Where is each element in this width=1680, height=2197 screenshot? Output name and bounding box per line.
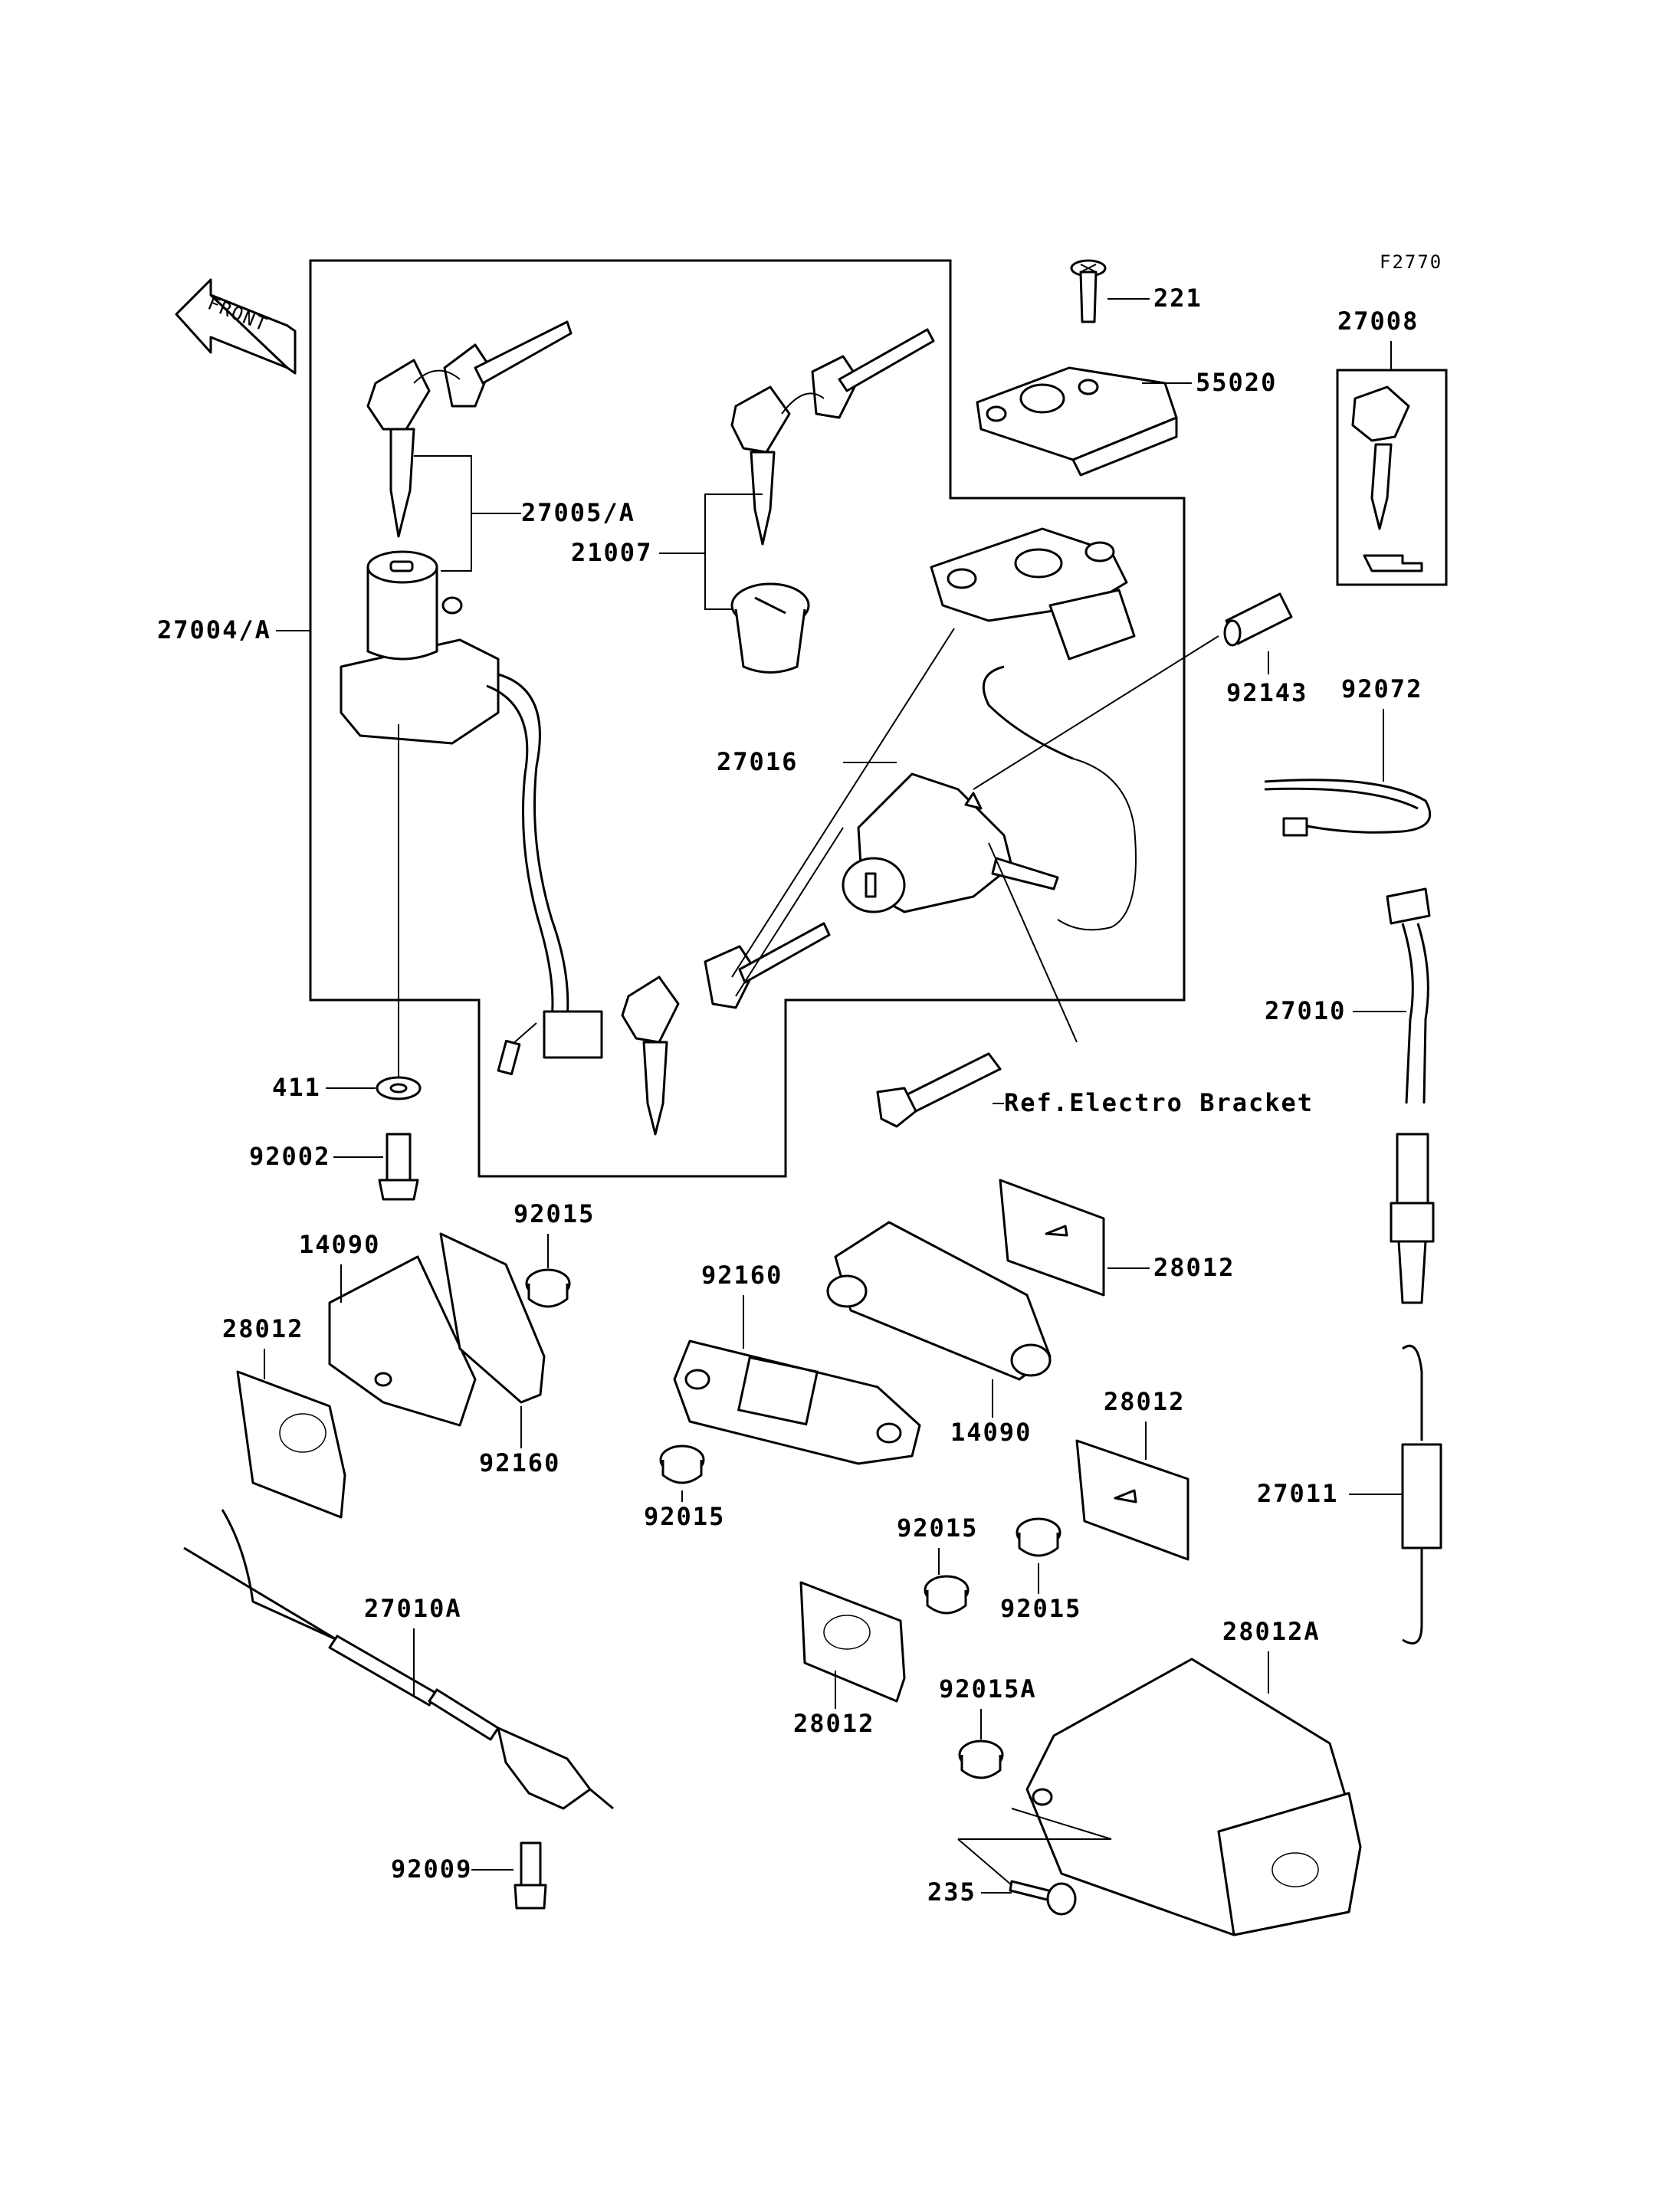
label-92015-a: 92015 [514, 1199, 595, 1228]
nut-92015A [958, 1740, 1004, 1779]
tie-92072 [1264, 779, 1432, 837]
reflector-28012-bottom [799, 1581, 906, 1703]
reflector-28012-mid [1075, 1439, 1189, 1561]
label-92015A: 92015A [939, 1674, 1037, 1703]
tail-light-28012A [1025, 1658, 1362, 1936]
figure-code: F2770 [1380, 251, 1442, 273]
label-411: 411 [272, 1073, 321, 1102]
ignition-switch [340, 550, 603, 1076]
label-92072: 92072 [1341, 674, 1422, 703]
label-55020: 55020 [1196, 368, 1277, 397]
label-27010A: 27010A [364, 1594, 462, 1623]
wire-27011 [1401, 1344, 1442, 1644]
lens-housing-14090-mid [826, 1221, 1052, 1381]
gasket-92160-mid [673, 1340, 921, 1465]
label-27008: 27008 [1337, 307, 1419, 336]
label-221: 221 [1153, 284, 1203, 313]
label-92015-d: 92015 [1000, 1594, 1081, 1623]
reflector-28012-left [236, 1370, 346, 1519]
spacer-92143 [1223, 592, 1293, 647]
key-pair-27005 [366, 320, 573, 538]
label-ref-bracket: Ref.Electro Bracket [1004, 1088, 1314, 1117]
label-14090-b: 14090 [950, 1418, 1032, 1447]
lens-housing-14090-left [328, 1232, 546, 1427]
label-27011: 27011 [1257, 1479, 1338, 1508]
label-92015-c: 92015 [897, 1513, 978, 1543]
plate-55020 [976, 366, 1178, 477]
label-92009: 92009 [391, 1854, 472, 1884]
label-28012A: 28012A [1222, 1617, 1321, 1646]
screw-221 [1070, 259, 1107, 323]
nut-92015-a [525, 1268, 571, 1308]
bolt-92002 [378, 1133, 419, 1201]
front-arrow-icon: FRONT [175, 278, 297, 375]
label-14090-a: 14090 [299, 1230, 380, 1259]
bolt-92009 [514, 1841, 547, 1910]
lock-cylinder [730, 582, 810, 674]
label-28012-b: 28012 [1153, 1253, 1235, 1282]
label-235: 235 [927, 1877, 976, 1907]
label-27005A: 27005/A [521, 498, 635, 527]
label-28012-d: 28012 [793, 1709, 874, 1738]
screw-235 [1009, 1880, 1077, 1916]
bolt-ref-bracket [876, 1052, 1002, 1128]
group-outline-left [309, 259, 1186, 1178]
key-pair-21007 [730, 328, 935, 546]
label-28012-a: 28012 [222, 1314, 304, 1343]
label-92002: 92002 [249, 1142, 330, 1171]
label-92143: 92143 [1226, 678, 1308, 707]
switch-27010 [1386, 887, 1435, 1304]
switch-27010A [183, 1509, 614, 1810]
nut-92015-b [659, 1444, 705, 1484]
label-28012-c: 28012 [1104, 1387, 1185, 1416]
label-92015-b: 92015 [644, 1502, 725, 1531]
label-92160-b: 92160 [701, 1261, 783, 1290]
nut-92015-d [1016, 1517, 1061, 1557]
label-27010: 27010 [1265, 996, 1346, 1025]
nut-92015-c [924, 1575, 970, 1615]
seat-lock [842, 772, 1059, 913]
key-pair-27016 [621, 922, 831, 1136]
reflector-28012-top [999, 1179, 1105, 1297]
label-21007: 21007 [571, 538, 652, 567]
label-92160-a: 92160 [479, 1448, 560, 1477]
seat-lock-bracket [930, 527, 1136, 760]
key-27008-box [1336, 369, 1448, 586]
label-27016: 27016 [717, 747, 798, 776]
label-27004A: 27004/A [157, 615, 271, 644]
